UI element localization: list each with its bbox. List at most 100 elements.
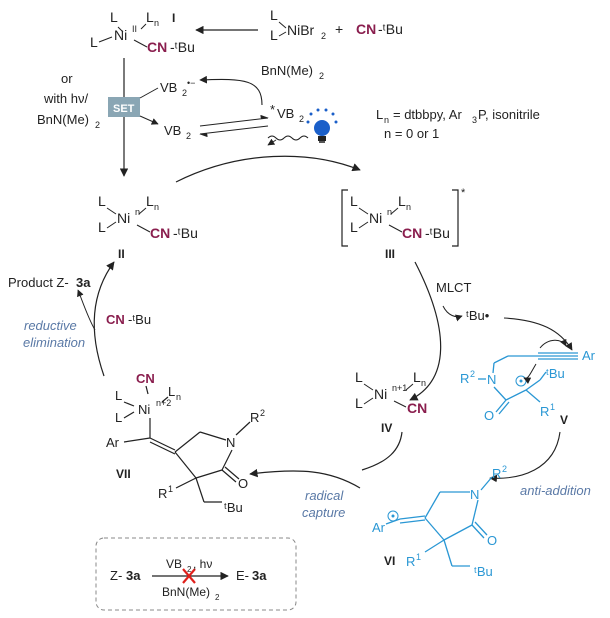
svg-text:I: I — [172, 11, 175, 25]
svg-text:n: n — [154, 18, 159, 28]
svg-text:reductive: reductive — [24, 318, 77, 333]
svg-text:3a: 3a — [252, 568, 267, 583]
arrow-II-to-III — [175, 155, 361, 183]
svg-text:CN: CN — [356, 21, 376, 37]
intermediate-V: Ar R 2 N O ᵗBu R 1 V — [460, 348, 596, 427]
alternative-conditions: or with hν/ BnN(Me) 2 — [37, 71, 100, 130]
svg-text:or: or — [61, 71, 73, 86]
reductive-elimination-label: reductive elimination — [23, 318, 85, 350]
svg-text:Ar: Ar — [582, 348, 596, 363]
svg-text:-ᵗBu: -ᵗBu — [173, 225, 198, 241]
svg-text:1: 1 — [168, 484, 173, 494]
svg-text:L: L — [398, 193, 406, 209]
svg-text:L: L — [98, 193, 106, 209]
svg-text:ᵗBu: ᵗBu — [546, 366, 565, 381]
svg-text:L: L — [110, 9, 118, 25]
svg-text:n: n — [406, 202, 411, 212]
svg-text:BnN(Me): BnN(Me) — [37, 112, 89, 127]
svg-text:ᵗBu: ᵗBu — [224, 500, 243, 515]
svg-text:with hν/: with hν/ — [43, 91, 88, 106]
svg-text:R: R — [492, 466, 501, 481]
complex-II: L L Ni n L n CN -ᵗBu II — [98, 193, 198, 261]
svg-text:NiBr: NiBr — [287, 22, 315, 38]
arrow-VII-to-II — [93, 261, 115, 377]
ligand-legend: L n = dtbbpy, Ar 3 P, isonitrile n = 0 o… — [376, 107, 540, 141]
svg-text:III: III — [385, 247, 395, 261]
set-box: SET — [108, 97, 140, 117]
svg-text:n+2: n+2 — [156, 398, 171, 408]
control-experiment-box: Z- 3a E- 3a VB 2 , hν BnN(Me) 2 — [95, 537, 297, 611]
svg-text:VII: VII — [116, 467, 131, 481]
svg-text:radical: radical — [305, 488, 344, 503]
svg-text:V: V — [560, 413, 568, 427]
svg-text:Ni: Ni — [374, 386, 387, 402]
svg-text:2: 2 — [502, 464, 507, 474]
svg-text:L: L — [413, 369, 421, 385]
svg-text:SET: SET — [113, 103, 135, 115]
mlct-label: MLCT — [436, 280, 471, 295]
svg-text:elimination: elimination — [23, 335, 85, 350]
svg-text:2: 2 — [187, 565, 192, 574]
arrow-radical-to-set — [139, 87, 159, 99]
released-isonitrile: CN -ᵗBu — [106, 312, 151, 327]
svg-text:N: N — [487, 372, 496, 387]
svg-text:•−: •− — [187, 78, 195, 88]
svg-text:-ᵗBu: -ᵗBu — [378, 21, 403, 37]
svg-text:-ᵗBu: -ᵗBu — [128, 312, 151, 327]
svg-text:BnN(Me): BnN(Me) — [162, 585, 210, 599]
intermediate-VI: Ar N R 2 O R 1 ᵗBu VI — [372, 464, 507, 579]
svg-text:L: L — [270, 27, 278, 43]
complex-III: * L L Ni n L n CN -ᵗBu III — [341, 187, 466, 261]
svg-text:1: 1 — [416, 552, 421, 562]
svg-text:n: n — [421, 378, 426, 388]
svg-text:L: L — [350, 193, 358, 209]
svg-text:Ni: Ni — [369, 210, 382, 226]
svg-text:L: L — [355, 369, 363, 385]
svg-text:+: + — [335, 21, 343, 37]
svg-text:R: R — [158, 486, 167, 501]
arrow-III-to-IV — [409, 261, 442, 401]
svg-text:O: O — [484, 408, 494, 423]
harpoon-relaxation — [199, 125, 269, 138]
svg-text:CN: CN — [136, 371, 155, 386]
excited-vb2: * VB 2 — [270, 102, 304, 124]
svg-text:-ᵗBu: -ᵗBu — [425, 225, 450, 241]
svg-text:L: L — [115, 388, 122, 403]
svg-text:CN: CN — [407, 400, 427, 416]
harpoon-excitation — [199, 114, 269, 127]
svg-text:R: R — [540, 404, 549, 419]
svg-text:2: 2 — [182, 88, 187, 98]
complex-IV: L L Ni n+1 L n CN IV — [355, 369, 427, 435]
svg-text:VB: VB — [160, 80, 177, 95]
svg-text:2: 2 — [321, 31, 326, 41]
complex-I: L L Ni II L n CN -ᵗBu I — [90, 9, 195, 55]
svg-text:Ni: Ni — [117, 210, 130, 226]
svg-text:II: II — [132, 24, 137, 34]
arrow-tbu-to-V — [503, 317, 573, 351]
svg-text:L: L — [146, 193, 154, 209]
svg-text:IV: IV — [381, 421, 392, 435]
svg-text:R: R — [250, 410, 259, 425]
svg-text:L: L — [168, 384, 175, 399]
svg-text:2: 2 — [260, 408, 265, 418]
electron-arrow-2 — [523, 363, 537, 384]
svg-text:capture: capture — [302, 505, 345, 520]
svg-text:n: n — [384, 115, 389, 125]
tbu-radical: ᵗBu• — [466, 308, 490, 323]
svg-text:Ni: Ni — [114, 27, 127, 43]
svg-text:= dtbbpy, Ar: = dtbbpy, Ar — [393, 107, 462, 122]
svg-text:BnN(Me): BnN(Me) — [261, 63, 313, 78]
svg-text:n: n — [154, 202, 159, 212]
light-bulb-icon — [306, 108, 338, 143]
svg-text:L: L — [355, 395, 363, 411]
svg-text:VB: VB — [164, 123, 181, 138]
nickel-bromide-reagent: L L NiBr 2 + CN -ᵗBu — [270, 7, 403, 43]
svg-text:O: O — [487, 533, 497, 548]
svg-text:N: N — [226, 435, 235, 450]
svg-text:L: L — [98, 219, 106, 235]
svg-text:n+1: n+1 — [392, 383, 407, 393]
svg-text:CN: CN — [147, 39, 167, 55]
svg-text:O: O — [238, 476, 248, 491]
svg-text:2: 2 — [215, 593, 220, 602]
